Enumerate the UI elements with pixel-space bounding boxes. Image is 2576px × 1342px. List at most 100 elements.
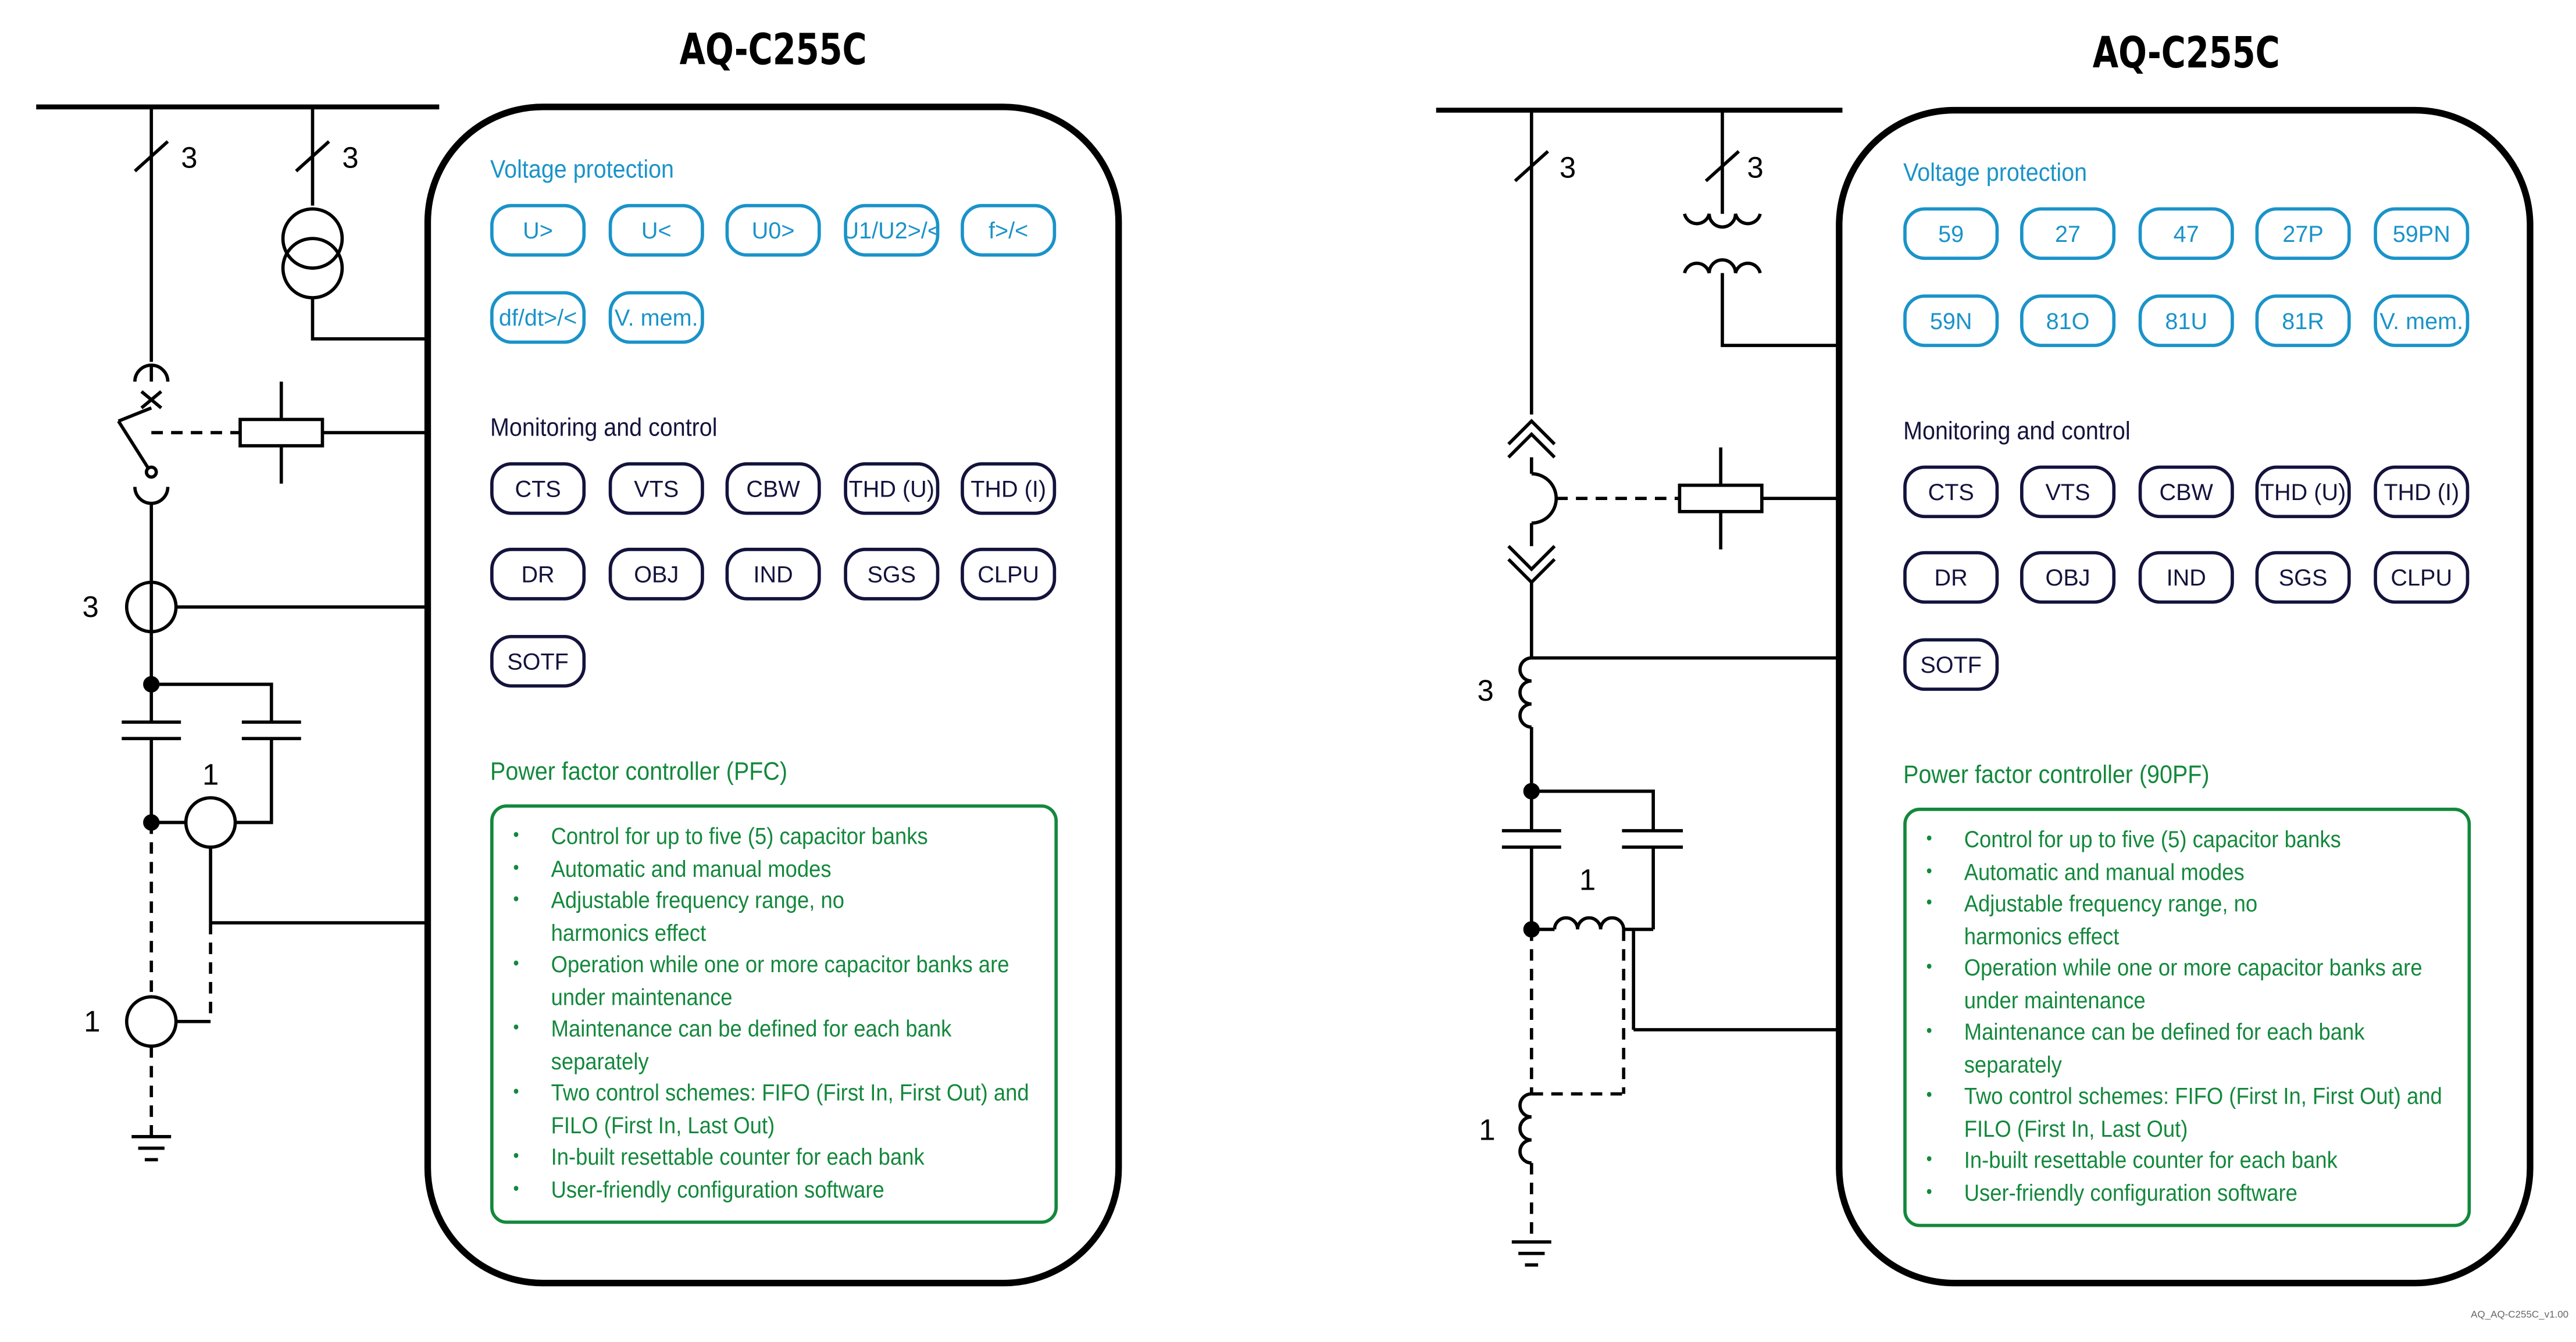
vt-to-relay-line — [1721, 273, 1839, 347]
function-chip: IND — [725, 548, 821, 601]
main-ct-count-label: 3 — [1477, 674, 1494, 708]
voltage-transformer-winding-1 — [281, 207, 344, 270]
function-chip: VTS — [608, 462, 704, 515]
function-chip: 59N — [1903, 294, 1999, 347]
pfc-feature-box: Control for up to five (5) capacitor ban… — [1903, 808, 2471, 1227]
function-chip: SOTF — [490, 634, 586, 688]
pfc-feature-item: Adjustable frequency range, no harmonics… — [494, 885, 1036, 949]
right-single-line-diagram — [1436, 108, 1843, 1267]
function-chip: CTS — [1903, 465, 1999, 519]
neutral-ct-count-label: 1 — [1479, 1113, 1496, 1147]
pfc-feature-item: Two control schemes: FIFO (First In, Fir… — [1907, 1081, 2449, 1145]
vt-phase-slash — [295, 140, 330, 173]
pfc-feature-item: Adjustable frequency range, no harmonics… — [1907, 888, 2449, 952]
function-chip: U> — [490, 204, 586, 257]
function-chip: CLPU — [2374, 551, 2470, 604]
pfc-feature-item: Maintenance can be defined for each bank… — [494, 1013, 1036, 1077]
function-chip: 27P — [2255, 207, 2351, 260]
pfc-feature-item: Operation while one or more capacitor ba… — [1907, 952, 2449, 1016]
voltage-protection-heading: Voltage protection — [490, 156, 674, 184]
relay-outline-right — [1836, 106, 2534, 1287]
function-chip: THD (U) — [2255, 465, 2351, 519]
pfc-feature-item: Two control schemes: FIFO (First In, Fir… — [494, 1077, 1036, 1141]
withdrawable-contact-bottom — [1507, 545, 1556, 572]
main-current-transformer — [1518, 656, 1532, 729]
function-chip: VTS — [2020, 465, 2116, 519]
function-chip: SGS — [844, 548, 940, 601]
pfc-feature-item: Control for up to five (5) capacitor ban… — [494, 821, 1036, 853]
breaker-trip-coil — [1678, 483, 1764, 513]
breaker-switch-blade — [117, 420, 151, 472]
neutral-current-transformer — [1518, 1092, 1532, 1165]
function-chip: CTS — [490, 462, 586, 515]
neutral-current-transformer — [125, 995, 178, 1048]
device-title: AQ-C255C — [2092, 29, 2280, 79]
vt-to-relay-line — [311, 298, 428, 341]
voltage-protection-heading: Voltage protection — [1903, 159, 2088, 188]
function-chip: U0> — [725, 204, 821, 257]
vt-phase-count-label: 3 — [342, 141, 359, 174]
function-chip: DR — [490, 548, 586, 601]
relay-outline-left — [424, 103, 1122, 1287]
function-chip: DR — [1903, 551, 1999, 604]
pfc-feature-box: Control for up to five (5) capacitor ban… — [490, 804, 1058, 1224]
document-code: AQ_AQ-C255C_v1.00 — [2471, 1311, 2569, 1321]
pfc-feature-item: Automatic and manual modes — [1907, 856, 2449, 888]
main-ct-count-label: 3 — [82, 590, 99, 624]
pfc-feature-list: Control for up to five (5) capacitor ban… — [1907, 824, 2496, 1209]
vt-phase-count-label: 3 — [1747, 151, 1764, 184]
function-chip: CBW — [725, 462, 821, 515]
pfc-feature-item: In-built resettable counter for each ban… — [1907, 1145, 2449, 1177]
monitoring-heading: Monitoring and control — [490, 414, 718, 443]
function-chip: U< — [608, 204, 704, 257]
pfc-feature-item: Automatic and manual modes — [494, 853, 1036, 885]
pfc-feature-item: Control for up to five (5) capacitor ban… — [1907, 824, 2449, 856]
pfc-feature-item: Maintenance can be defined for each bank… — [1907, 1016, 2449, 1080]
pfc-feature-item: User-friendly configuration software — [1907, 1177, 2449, 1209]
capacitor-bank-wiring — [151, 683, 273, 722]
function-chip: 47 — [2138, 207, 2234, 260]
capacitor-bank-wiring — [1531, 789, 1655, 831]
voltage-transformer-secondary-winding — [1683, 258, 1762, 274]
function-chip: SOTF — [1903, 638, 1999, 691]
voltage-transformer-primary-winding — [1683, 213, 1762, 229]
function-chip: U1/U2>/< — [844, 204, 940, 257]
pfc-feature-item: In-built resettable counter for each ban… — [494, 1141, 1036, 1173]
phase-count-label: 3 — [181, 141, 198, 174]
pfc-feature-item: User-friendly configuration software — [494, 1173, 1036, 1205]
function-chip: f>/< — [961, 204, 1057, 257]
function-chip: 59PN — [2374, 207, 2470, 260]
withdrawable-contact-top — [1507, 419, 1556, 445]
unbalance-current-transformer — [184, 796, 237, 849]
function-chip: V. mem. — [608, 291, 704, 344]
function-chip: df/dt>/< — [490, 291, 586, 344]
function-chip: 81R — [2255, 294, 2351, 347]
phase-slash — [1514, 150, 1549, 183]
left-single-line-diagram — [36, 104, 440, 1162]
device-title: AQ-C255C — [679, 26, 867, 76]
unbalance-current-transformer — [1553, 916, 1626, 930]
function-chip: THD (U) — [844, 462, 940, 515]
function-chip: CBW — [2138, 465, 2234, 519]
unbalance-ct-count-label: 1 — [1579, 863, 1596, 897]
function-chip: 27 — [2020, 207, 2116, 260]
monitoring-heading: Monitoring and control — [1903, 417, 2131, 446]
function-chip: OBJ — [2020, 551, 2116, 604]
function-chip: SGS — [2255, 551, 2351, 604]
breaker-contact-bottom — [133, 487, 170, 505]
phase-slash — [134, 140, 169, 173]
breaker-trip-coil — [238, 417, 324, 448]
function-chip: CLPU — [961, 548, 1057, 601]
function-chip: 81O — [2020, 294, 2116, 347]
function-chip: THD (I) — [961, 462, 1057, 515]
breaker-arc — [1531, 472, 1558, 525]
pfc-feature-item: Operation while one or more capacitor ba… — [494, 949, 1036, 1013]
pfc-feature-list: Control for up to five (5) capacitor ban… — [494, 821, 1083, 1206]
function-chip: OBJ — [608, 548, 704, 601]
function-chip: V. mem. — [2374, 294, 2470, 347]
function-chip: 81U — [2138, 294, 2234, 347]
phase-count-label: 3 — [1559, 151, 1576, 184]
neutral-ct-count-label: 1 — [84, 1005, 101, 1038]
